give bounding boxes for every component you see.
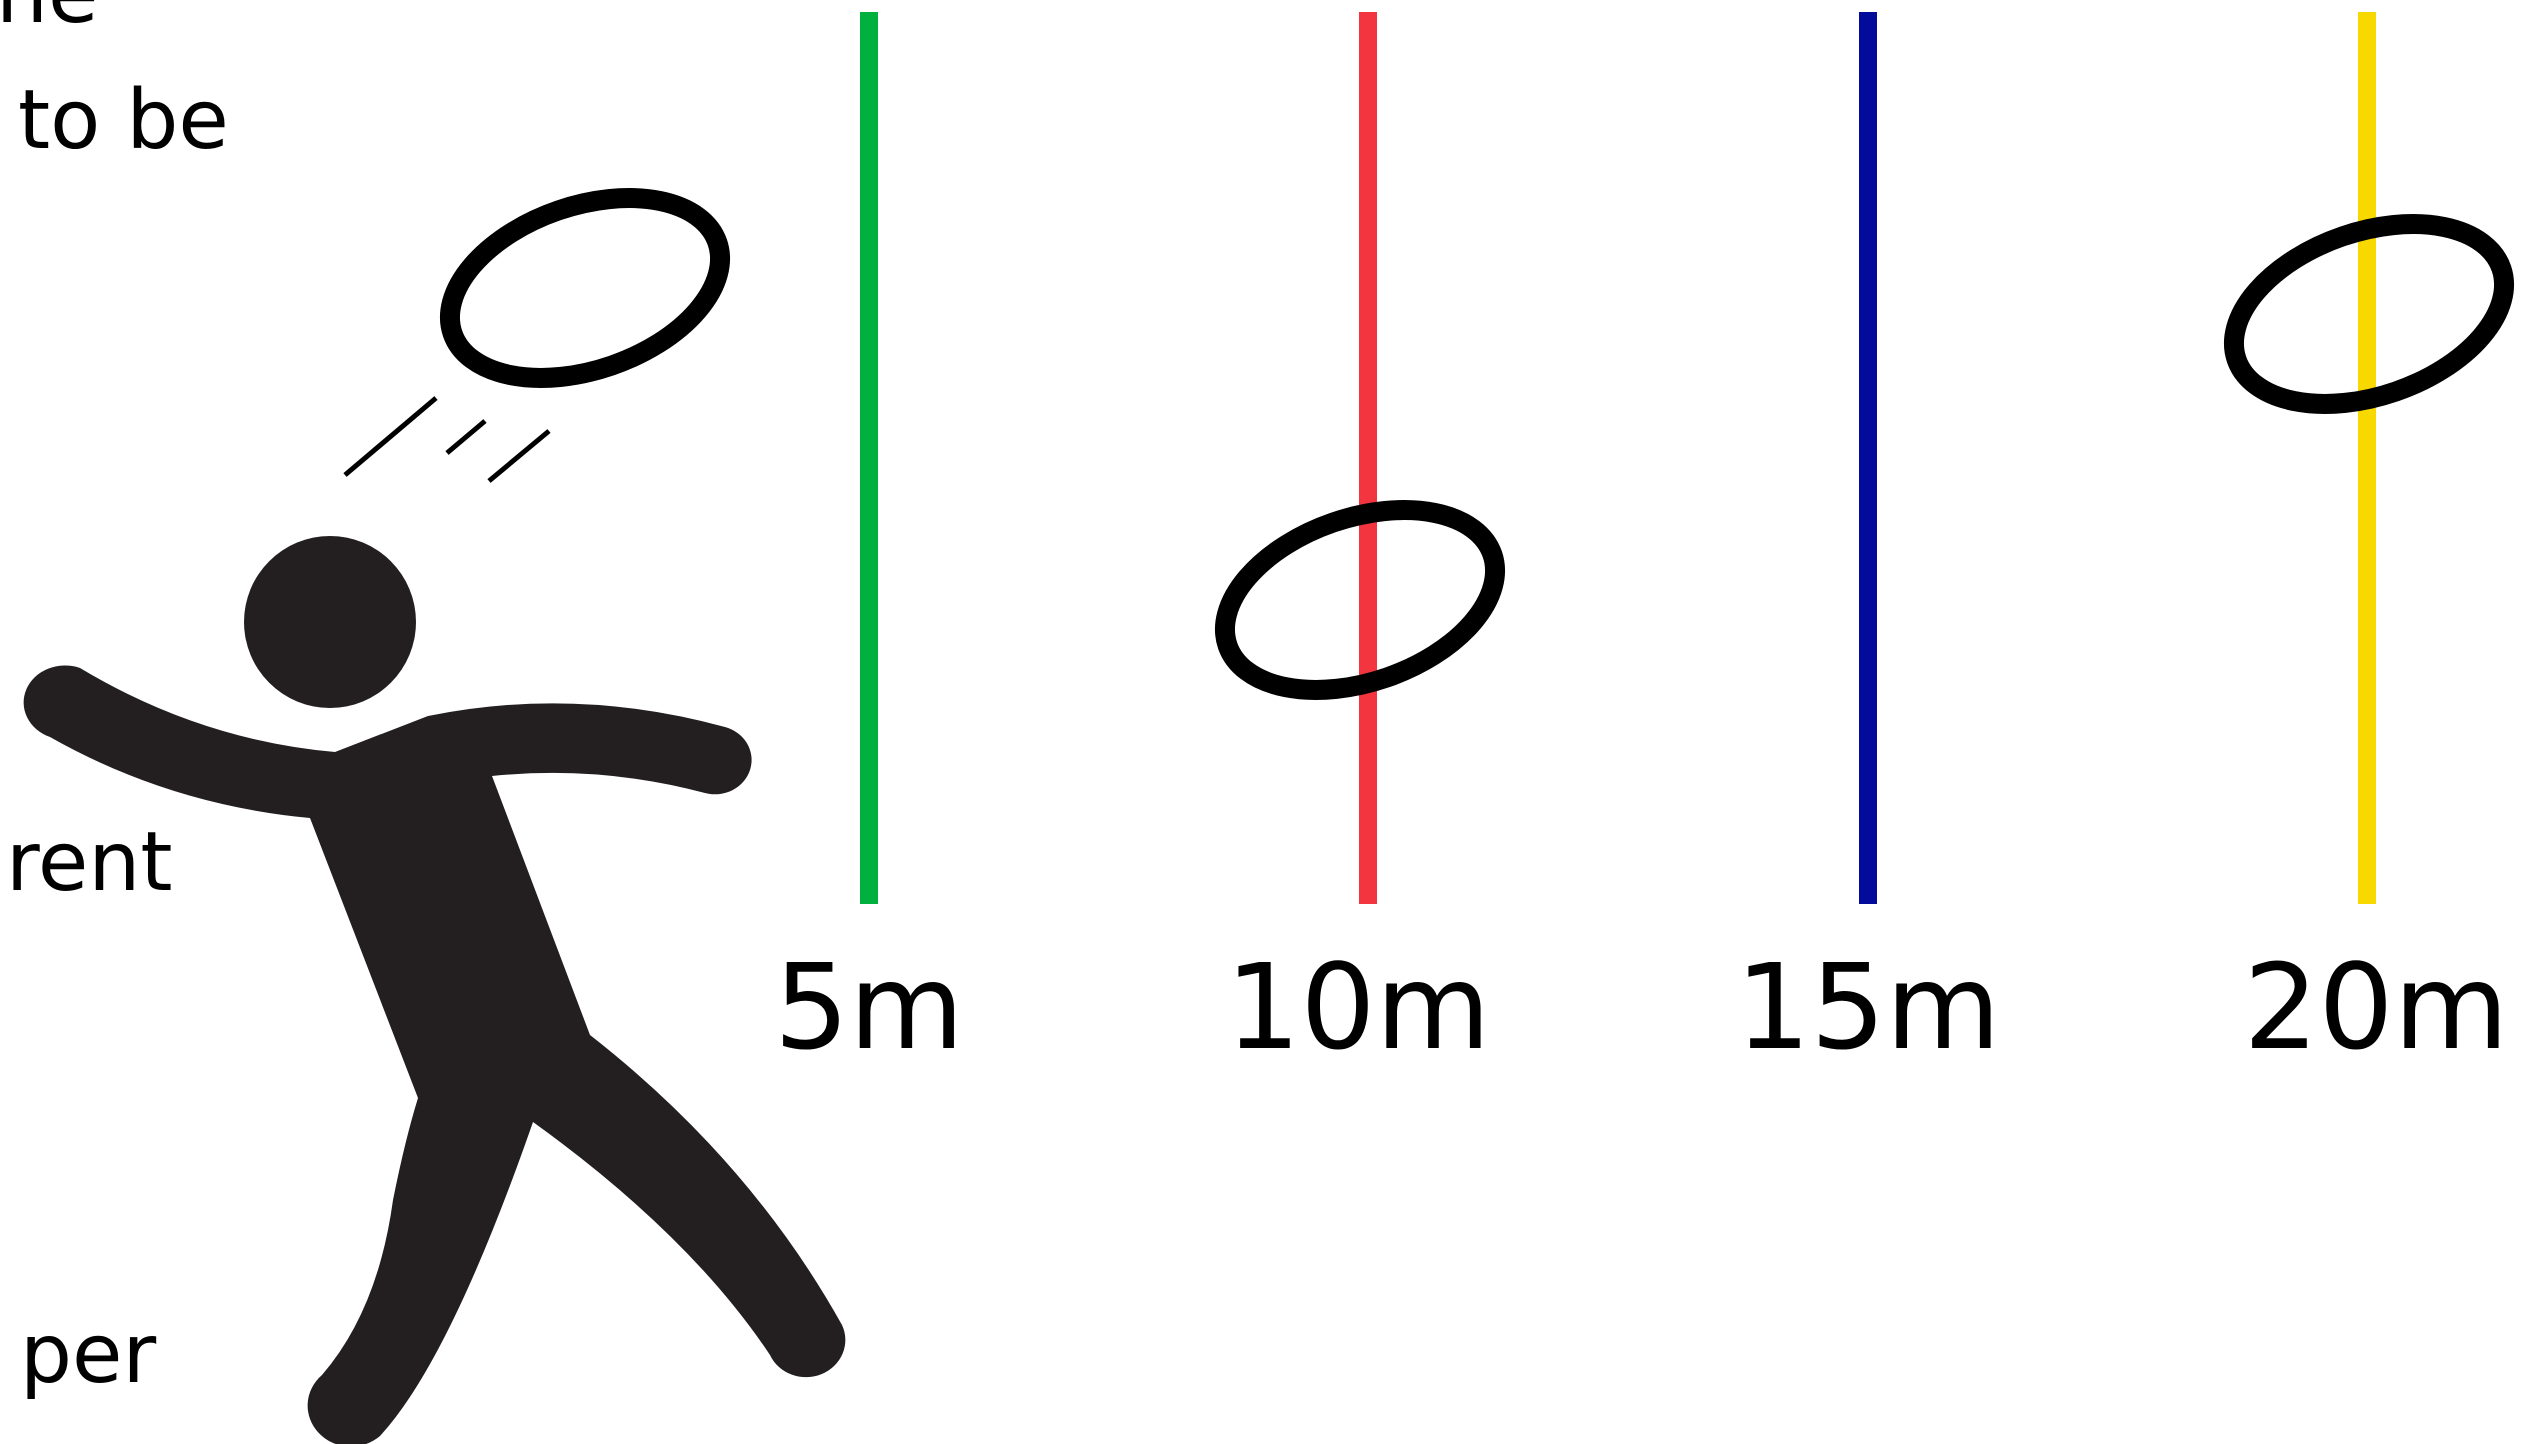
figure-head — [244, 536, 416, 708]
ring-icon — [426, 165, 744, 411]
marker-line-5m — [860, 12, 878, 904]
marker-label-15m: 15m — [1735, 938, 2000, 1076]
text-fragment-4: per — [20, 1307, 157, 1402]
motion-lines-icon — [345, 398, 549, 481]
marker-line-20m — [2358, 12, 2376, 904]
marker-line-10m — [1359, 12, 1377, 904]
marker-label-10m: 10m — [1225, 938, 1490, 1076]
distance-markers: 5m 10m 15m 20m — [774, 12, 2509, 1076]
text-fragment-2: to be — [18, 73, 229, 168]
marker-label-5m: 5m — [774, 938, 964, 1076]
marker-line-15m — [1859, 12, 1877, 904]
marker-label-20m: 20m — [2243, 938, 2508, 1076]
text-fragment-3: rent — [6, 815, 172, 910]
text-fragment-1: ne — [0, 0, 98, 42]
